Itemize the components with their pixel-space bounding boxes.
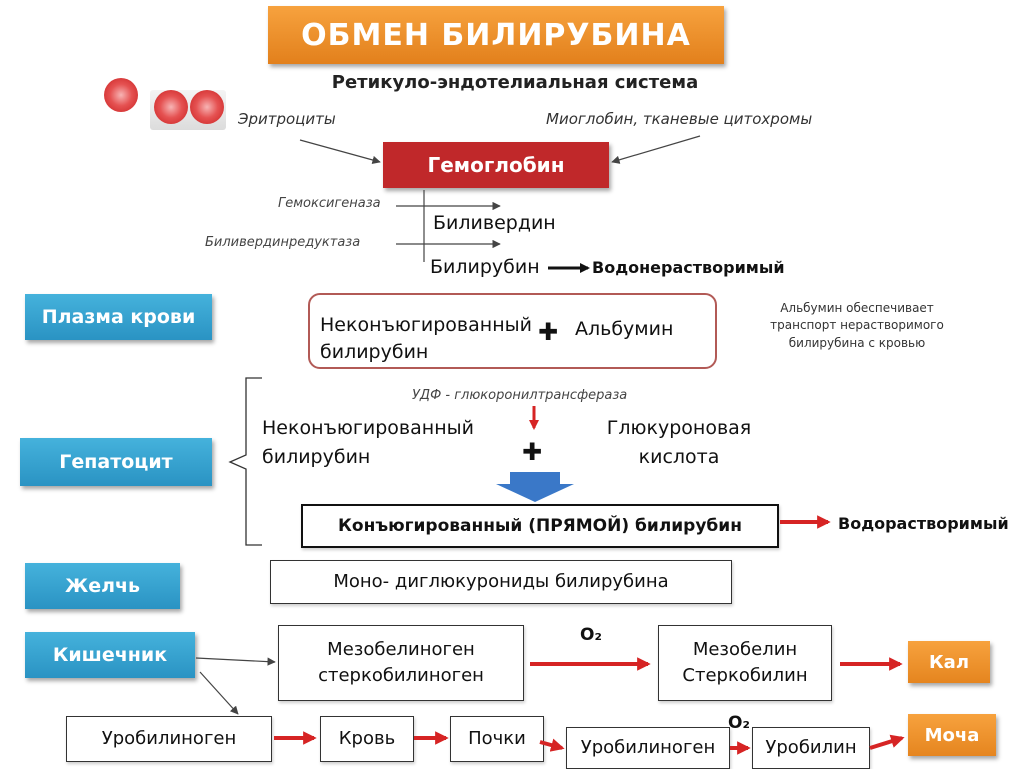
plasma-unconjugated-bilirubin: Неконъюгированный билирубин bbox=[320, 314, 532, 363]
mesobilin-box: Мезобелин Стеркобилин bbox=[658, 625, 832, 701]
section-intestine: Кишечник bbox=[25, 632, 195, 678]
kidneys-box: Почки bbox=[450, 716, 544, 762]
section-hepatocyte: Гепатоцит bbox=[20, 438, 212, 486]
udp-enzyme-label: УДФ - глюкоронилтрансфераза bbox=[412, 388, 628, 403]
plasma-box bbox=[308, 293, 717, 369]
rbc-icon bbox=[190, 90, 224, 124]
plus-icon: ✚ bbox=[538, 318, 559, 346]
bile-content-box: Моно- диглюкурониды билирубина bbox=[270, 560, 732, 604]
urobilinogen-box: Уробилиноген bbox=[66, 716, 272, 762]
mesobilin-label: Мезобелин Стеркобилин bbox=[682, 638, 808, 686]
oxygen-label: O₂ bbox=[580, 625, 602, 645]
urobilinogen2-label: Уробилиноген bbox=[580, 736, 716, 758]
mesobilinogen-label: Мезобелиноген стеркобилиноген bbox=[318, 638, 484, 686]
blood-box: Кровь bbox=[320, 716, 414, 762]
conjugated-bilirubin-box: Конъюгированный (ПРЯМОЙ) билирубин bbox=[301, 504, 779, 548]
section-plasma: Плазма крови bbox=[25, 294, 212, 340]
urobilin-label: Уробилин bbox=[765, 736, 857, 758]
rbc-icon bbox=[104, 78, 138, 112]
biliverdin-label: Биливердин bbox=[433, 212, 556, 234]
water-insoluble-label: Водонерастворимый bbox=[592, 258, 785, 277]
bilirubin-label: Билирубин bbox=[430, 256, 540, 278]
biliverdin-reductase-label: Биливердинредуктаза bbox=[205, 235, 361, 250]
blood-label: Кровь bbox=[338, 727, 396, 749]
plus-icon: ✚ bbox=[522, 438, 543, 466]
bile-content-label: Моно- диглюкурониды билирубина bbox=[333, 570, 669, 592]
hepatocyte-bracket bbox=[228, 377, 262, 546]
urine-arrow bbox=[869, 734, 905, 750]
erythrocyte-illustration bbox=[100, 76, 230, 132]
hepatocyte-down-arrow bbox=[496, 472, 574, 502]
erythrocytes-label: Эритроциты bbox=[238, 110, 336, 128]
page-title: ОБМЕН БИЛИРУБИНА bbox=[268, 6, 724, 64]
glucuronic-acid-label: Глюкуроновая кислота bbox=[606, 417, 752, 469]
urobilin-box: Уробилин bbox=[752, 727, 870, 769]
urobilinogen2-box: Уробилиноген bbox=[566, 727, 730, 769]
myoglobin-label: Миоглобин, тканевые цитохромы bbox=[546, 110, 813, 128]
feces-box: Кал bbox=[908, 641, 990, 683]
subtitle: Ретикуло-эндотелиальная система bbox=[331, 72, 699, 93]
urine-box: Моча bbox=[908, 714, 996, 756]
water-soluble-label: Водорастворимый bbox=[838, 514, 1009, 533]
myoglobin-arrow bbox=[611, 135, 701, 164]
erythrocytes-arrow bbox=[299, 139, 381, 165]
hemoglobin-box: Гемоглобин bbox=[383, 142, 609, 188]
oxygen-label: O₂ bbox=[728, 713, 750, 733]
hepatocyte-unconjugated-bilirubin: Неконъюгированный билирубин bbox=[262, 417, 474, 469]
section-bile: Желчь bbox=[25, 563, 180, 609]
hemoxygenase-label: Гемоксигеназа bbox=[278, 196, 381, 211]
albumin-note: Альбумин обеспечивает транспорт нераство… bbox=[770, 301, 944, 350]
urobilinogen-label: Уробилиноген bbox=[101, 727, 237, 749]
mesobilinogen-box: Мезобелиноген стеркобилиноген bbox=[278, 625, 524, 701]
rbc-icon bbox=[154, 90, 188, 124]
intestine-to-mesobilinogen-arrow bbox=[195, 657, 276, 666]
kidneys-label: Почки bbox=[468, 727, 526, 749]
intestine-to-urobilinogen-arrow bbox=[199, 671, 239, 715]
conjugated-bilirubin-label: Конъюгированный (ПРЯМОЙ) билирубин bbox=[338, 515, 742, 536]
albumin-label: Альбумин bbox=[575, 318, 674, 340]
